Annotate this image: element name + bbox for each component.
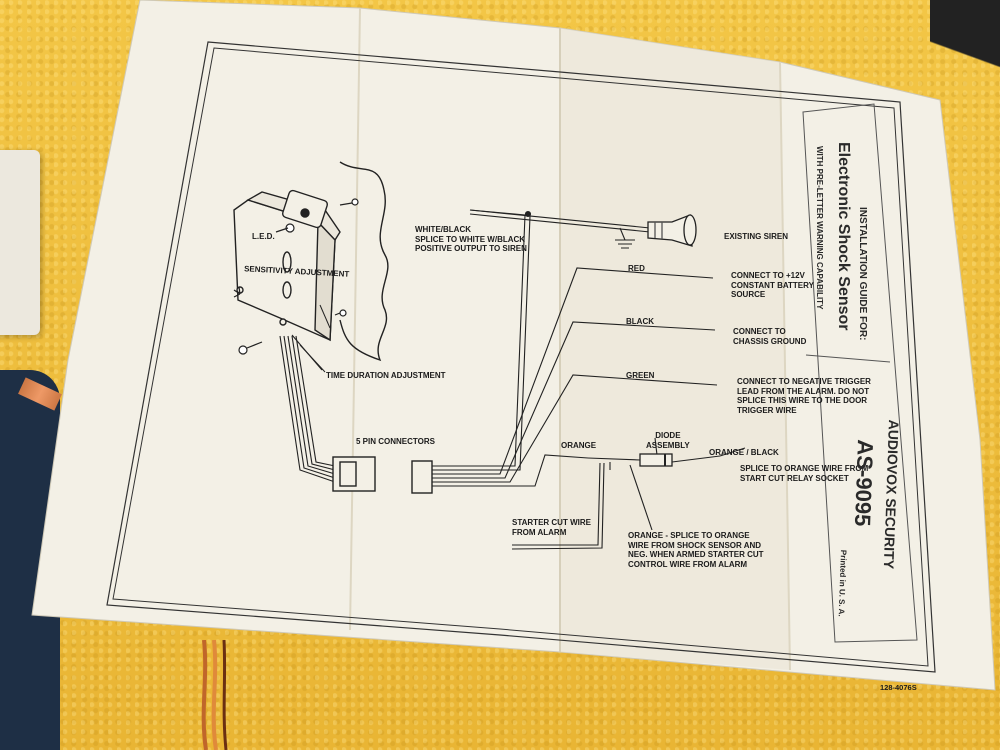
shock-sensor-module [233,189,341,342]
fold-line-vertical-3 [779,61,791,671]
orange-splice-label: ORANGE - SPLICE TO ORANGE WIRE FROM SHOC… [628,531,764,569]
inner-border [112,47,929,667]
diode-assembly-label: DIODE ASSEMBLY [646,431,690,450]
title-warranty: WITH PRE-LETTER WARNING CAPABILITY [815,146,824,310]
outer-border [106,41,936,673]
led-label: L.E.D. [252,232,275,241]
white-box [0,150,40,335]
siren-wiring [469,209,651,249]
white-black-line1: WHITE/BLACK [415,225,471,234]
orange-black-label: ORANGE / BLACK [709,448,779,457]
time-duration-label: TIME DURATION ADJUSTMENT [326,371,446,380]
red-desc-line1: CONNECT TO +12V [731,271,805,280]
existing-siren-label: EXISTING SIREN [724,232,789,241]
fold-line-vertical [349,7,361,631]
orange-black-desc-line2: START CUT RELAY SOCKET [740,473,849,483]
black-wire-desc: CONNECT TO CHASSIS GROUND [733,327,806,346]
pin-connectors-label: 5 PIN CONNECTORS [356,437,435,446]
five-pin-connectors [332,456,433,494]
diode-line2: ASSEMBLY [646,440,690,450]
green-wire-label: GREEN [626,371,655,380]
green-desc-line3: SPLICE THIS WIRE TO THE DOOR [737,396,868,405]
siren-icon [647,214,697,247]
orange-wire-label: ORANGE [561,441,597,450]
white-black-line3: POSITIVE OUTPUT TO SIREN [415,244,527,253]
title-product: Electronic Shock Sensor [835,142,852,331]
starter-cut-line2: FROM ALARM [512,527,567,537]
title-block-box [802,103,918,643]
orange-splice-line3: NEG. WHEN ARMED STARTER CUT [628,550,764,559]
orange-splice-line2: WIRE FROM SHOCK SENSOR AND [628,540,762,550]
orange-splice-line1: ORANGE - SPLICE TO ORANGE [628,531,750,540]
label-leaders [299,304,331,373]
orange-diode-wiring [511,437,746,550]
green-wire-desc: CONNECT TO NEGATIVE TRIGGER LEAD FROM TH… [737,377,871,415]
green-desc-line1: CONNECT TO NEGATIVE TRIGGER [737,377,871,386]
red-desc-line2: CONSTANT BATTERY [731,280,814,290]
part-number: 128-4076S [880,683,917,692]
white-black-line2: SPLICE TO WHITE w/BLACK [415,234,526,244]
green-desc-line4: TRIGGER WIRE [737,405,797,415]
vehicle-body-outline [339,161,389,362]
red-wire-desc: CONNECT TO +12V CONSTANT BATTERY SOURCE [731,271,814,300]
white-black-label: WHITE/BLACK SPLICE TO WHITE w/BLACK POSI… [415,225,527,254]
title-guide: INSTALLATION GUIDE FOR: [857,207,868,341]
title-model: AS-9095 [849,439,878,527]
orange-splice-line4: CONTROL WIRE FROM ALARM [628,559,748,569]
black-desc-line2: CHASSIS GROUND [733,336,807,346]
fold-shade [560,28,790,670]
paper-sheet [31,0,996,691]
red-wire-label: RED [628,264,645,273]
orange-black-desc: SPLICE TO ORANGE WIRE FROM START CUT REL… [740,464,868,483]
black-desc-line1: CONNECT TO [733,327,786,336]
green-desc-line2: LEAD FROM THE ALARM. DO NOT [737,386,870,396]
diode-icon [639,453,673,467]
mounting-screws [233,198,359,355]
black-wire-label: BLACK [626,317,654,326]
starter-cut-label: STARTER CUT WIRE FROM ALARM [512,518,591,537]
sensor-harness [279,334,336,483]
orange-black-desc-line1: SPLICE TO ORANGE WIRE FROM [740,464,869,473]
title-block-divider [805,354,891,363]
starter-cut-line1: STARTER CUT WIRE [512,518,591,527]
diode-line1: DIODE [655,431,681,440]
loose-wires [201,640,228,750]
red-desc-line3: SOURCE [731,290,766,299]
